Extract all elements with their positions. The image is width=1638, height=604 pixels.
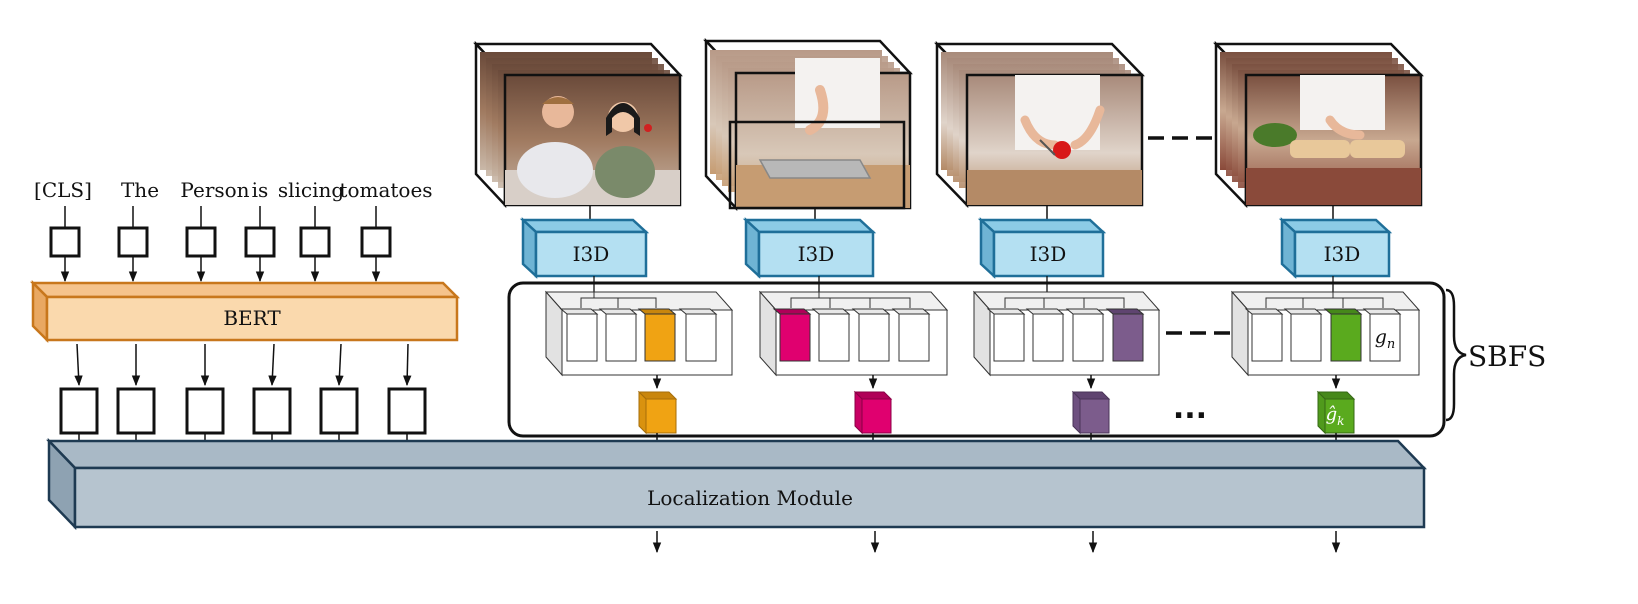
embedding-box [49,206,81,283]
token-tomatoes: tomatoes [339,178,432,202]
cutting-tomato-icon [967,75,1142,205]
sandwich-icon [1246,75,1421,205]
bert-output-box [387,343,427,464]
sbfs-group-2 [758,276,949,435]
bert-output-box [59,343,99,464]
i3d-block-3: I3D [977,217,1107,279]
token-person: Person [180,178,249,202]
ghat-label: ĝk [1326,404,1345,428]
token-cls: [CLS] [34,178,92,202]
tray-icon [736,58,910,208]
sbfs-group-1 [544,276,734,435]
token-the: The [121,178,159,202]
embedding-box [244,206,276,283]
i3d-block-4: I3D [1278,217,1393,279]
i3d-label: I3D [573,242,610,266]
bert-label: BERT [223,306,281,330]
token-embeddings [49,206,392,283]
selected-feature-green: ĝk [1316,390,1356,435]
embedding-box [360,206,392,283]
video-clip-3 [934,40,1145,226]
video-clip-1 [473,40,683,226]
bert-output-box [116,344,156,464]
embedding-box [185,206,217,283]
bert-block: BERT [29,279,461,344]
i3d-block-1: I3D [519,217,650,279]
i3d-label: I3D [1030,242,1067,266]
sbfs-group-3 [972,276,1161,435]
token-slicing: slicing [278,178,345,202]
i3d-label: I3D [1324,242,1361,266]
localization-module: Localization Module [46,437,1427,531]
sbfs-brace: SBFS [1445,288,1546,422]
selected-feature-purple [1071,390,1111,435]
gn-label: gn [1375,326,1396,352]
selected-feature-orange [637,390,678,435]
bert-output-box [252,343,292,464]
sbfs-container [507,281,1446,438]
features-ellipsis: ... [1173,391,1207,426]
video-clip-2 [703,37,913,226]
people-talking-icon [505,96,680,205]
embedding-box [117,206,149,283]
selected-feature-magenta [853,390,893,435]
i3d-label: I3D [798,242,835,266]
token-row: [CLS] The Person is slicing tomatoes [34,178,433,202]
sbfs-group-4: gn ĝk [1230,276,1421,435]
sbfs-label: SBFS [1468,340,1546,373]
output-arrows [652,531,1341,554]
localization-label: Localization Module [647,486,853,510]
video-clip-4 [1213,40,1424,226]
i3d-block-2: I3D [742,217,877,279]
bert-outputs [59,343,427,464]
embedding-box [299,206,331,283]
token-is: is [252,178,269,202]
